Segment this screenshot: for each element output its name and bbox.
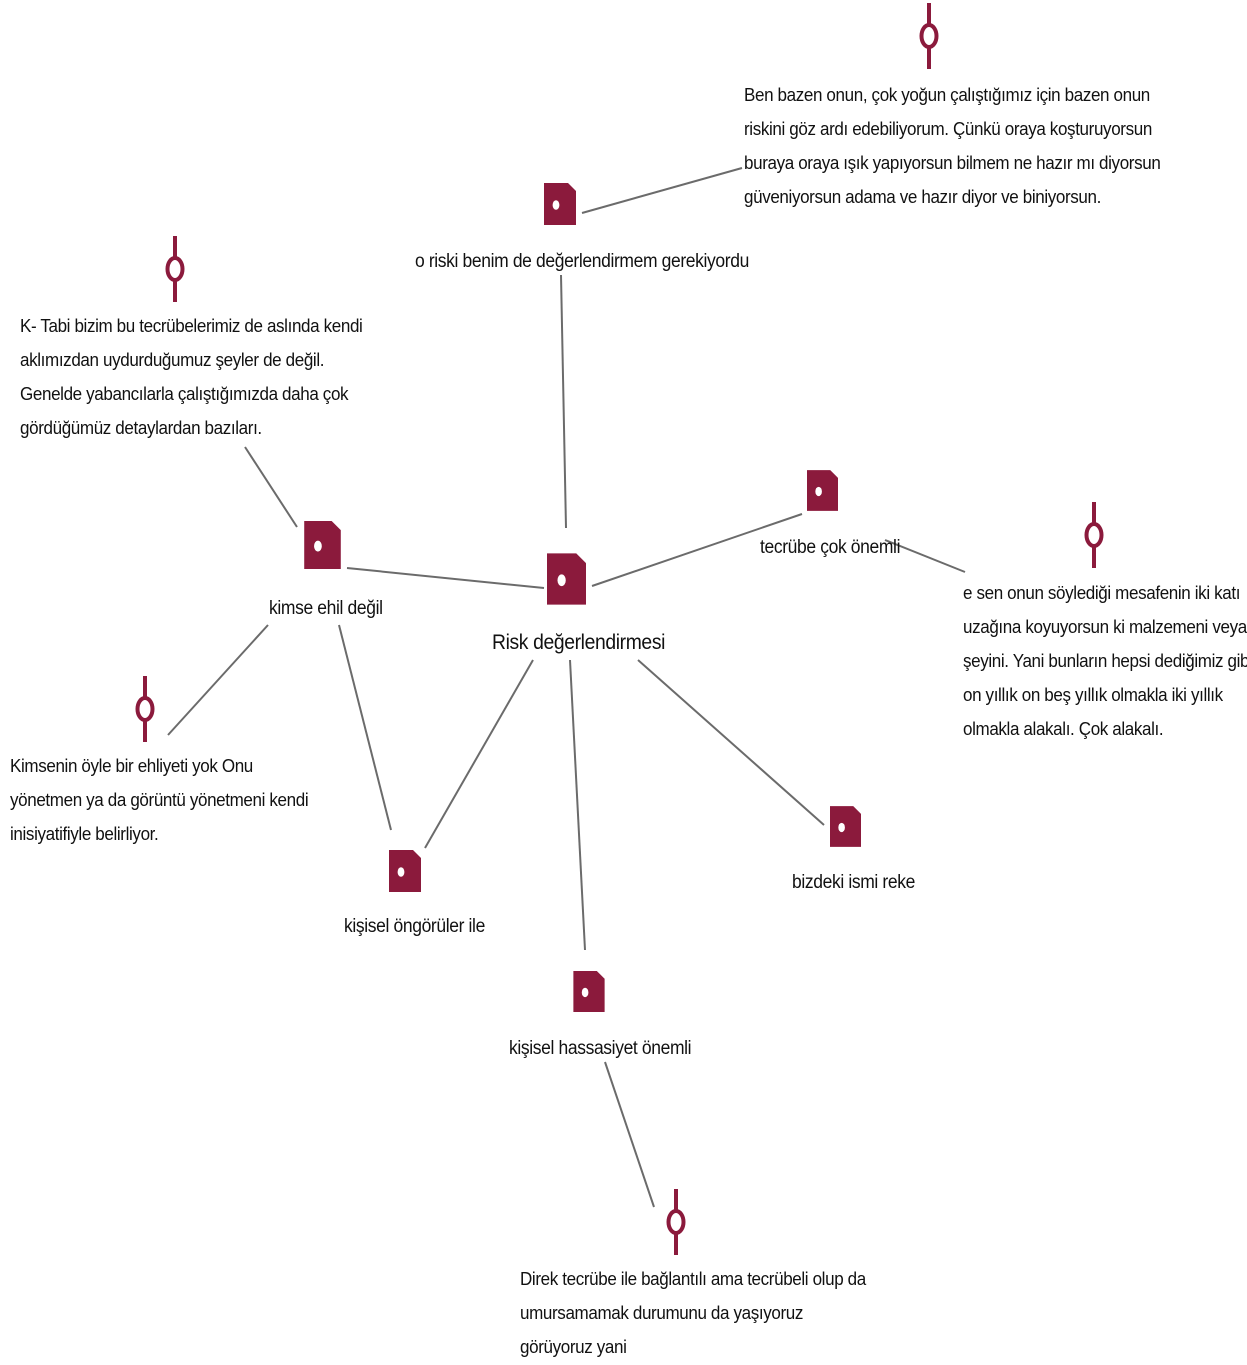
quote-line: görüyoruz yani [520, 1336, 627, 1357]
quote-text-e-sen[interactable]: e sen onun söylediği mesafenin iki katı … [963, 576, 1247, 746]
edge-hassasiyet-direk [604, 1061, 655, 1208]
edge-risk-o-riski [560, 274, 567, 529]
edge-risk-bizdeki [637, 659, 825, 826]
code-label-tecrube-cok-onemli[interactable]: tecrübe çok önemli [760, 537, 901, 558]
quote-pin-icon[interactable] [1083, 502, 1105, 568]
code-tag-icon[interactable] [807, 470, 838, 511]
code-label-o-riski[interactable]: o riski benim de değerlendirmem gerekiyo… [415, 251, 749, 272]
quote-text-kimsenin[interactable]: Kimsenin öyle bir ehliyeti yok Onu yönet… [10, 749, 309, 851]
quote-text-ben-bazen[interactable]: Ben bazen onun, çok yoğun çalıştığımız i… [744, 78, 1161, 214]
code-label-kisisel-hassasiyet[interactable]: kişisel hassasiyet önemli [509, 1038, 692, 1059]
quote-pin-icon[interactable] [665, 1189, 687, 1255]
quote-pin-icon[interactable] [164, 236, 186, 302]
code-label-kimse-ehil-degil[interactable]: kimse ehil değil [269, 598, 383, 619]
quote-line: inisiyatifiyle belirliyor. [10, 823, 159, 844]
quote-line: uzağına koyuyorsun ki malzemeni veya [963, 616, 1247, 637]
code-label-kisisel-ongoruler[interactable]: kişisel öngörüler ile [344, 916, 485, 937]
code-tag-icon[interactable] [573, 971, 605, 1012]
quote-line: şeyini. Yani bunların hepsi dediğimiz gi… [963, 650, 1247, 671]
quote-line: buraya oraya ışık yapıyorsun bilmem ne h… [744, 152, 1161, 173]
quote-text-direk[interactable]: Direk tecrübe ile bağlantılı ama tecrübe… [520, 1262, 866, 1364]
quote-line: umursamamak durumunu da yaşıyoruz [520, 1302, 804, 1323]
quote-line: e sen onun söylediği mesafenin iki katı [963, 582, 1241, 603]
quote-line: güveniyorsun adama ve hazır diyor ve bin… [744, 186, 1101, 207]
code-tag-icon[interactable] [547, 553, 586, 605]
code-tag-icon[interactable] [544, 183, 576, 225]
quote-line: K- Tabi bizim bu tecrübelerimiz de aslın… [20, 315, 363, 336]
edge-tecrube-e-sen [884, 539, 966, 573]
quote-line: Direk tecrübe ile bağlantılı ama tecrübe… [520, 1268, 866, 1289]
edge-kimse-ongoruler [338, 624, 392, 831]
edge-risk-hassasiyet [569, 659, 586, 951]
quote-line: Ben bazen onun, çok yoğun çalıştığımız i… [744, 84, 1150, 105]
quote-line: Kimsenin öyle bir ehliyeti yok Onu [10, 755, 253, 776]
code-label-bizdeki-ismi-reke[interactable]: bizdeki ismi reke [792, 872, 915, 893]
quote-line: aklımızdan uydurduğumuz şeyler de değil. [20, 349, 325, 370]
quote-line: on yıllık on beş yıllık olmakla iki yıll… [963, 684, 1223, 705]
code-tag-icon[interactable] [830, 806, 861, 847]
edge-kimse-kimsenin [167, 624, 269, 736]
edge-kimse-k-tabi [244, 446, 298, 528]
edge-risk-ongoruler [424, 659, 534, 849]
edge-o-riski-ben-bazen [581, 167, 743, 214]
edge-risk-kimse [346, 567, 545, 589]
quote-pin-icon[interactable] [134, 676, 156, 742]
quote-pin-icon[interactable] [918, 3, 940, 69]
quote-line: riskini göz ardı edebiliyorum. Çünkü ora… [744, 118, 1152, 139]
quote-line: Genelde yabancılarla çalıştığımızda daha… [20, 383, 349, 404]
code-tag-icon[interactable] [389, 850, 421, 892]
quote-text-k-tabi[interactable]: K- Tabi bizim bu tecrübelerimiz de aslın… [20, 309, 363, 445]
edge-risk-tecrube [591, 513, 803, 587]
quote-line: gördüğümüz detaylardan bazıları. [20, 417, 262, 438]
quote-line: olmakla alakalı. Çok alakalı. [963, 718, 1164, 739]
code-tag-icon[interactable] [304, 521, 341, 569]
code-label-risk-degerlendirmesi[interactable]: Risk değerlendirmesi [492, 631, 666, 654]
quote-line: yönetmen ya da görüntü yönetmeni kendi [10, 789, 309, 810]
